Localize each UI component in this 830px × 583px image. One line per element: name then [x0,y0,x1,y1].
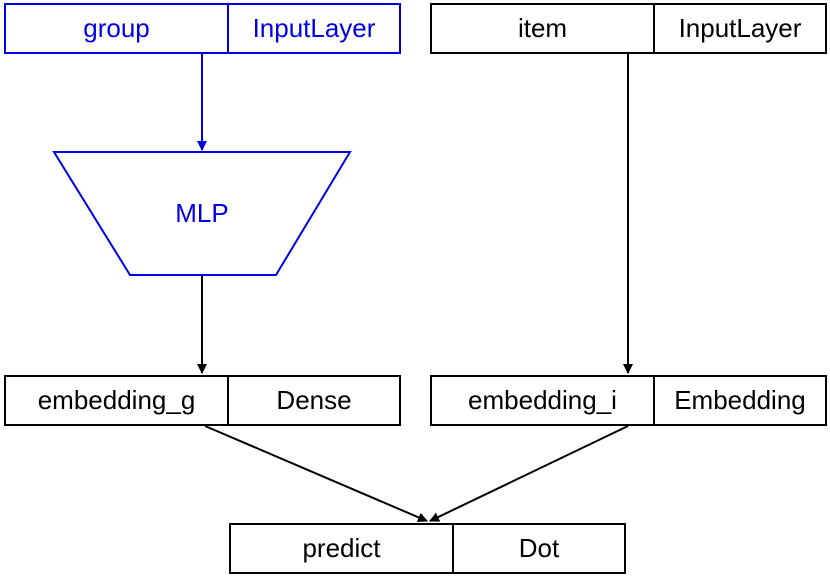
node-item-type: InputLayer [678,13,802,43]
mlp-trapezoid [52,151,352,276]
node-embedding-g-type: Dense [276,385,352,415]
node-predict-type: Dot [518,533,560,563]
node-group-type: InputLayer [252,13,376,43]
node-item-name: item [432,5,655,52]
node-embedding-g-name: embedding_g [6,377,229,424]
node-item[interactable]: item InputLayer [430,3,827,54]
node-group-name: group [6,5,229,52]
node-predict-name: predict [231,525,454,572]
node-embedding-g[interactable]: embedding_g Dense [4,375,401,426]
edge-embedding-i-to-predict [429,425,629,522]
edge-embedding-g-to-predict [204,425,428,523]
node-predict[interactable]: predict Dot [229,523,626,574]
node-embedding-i-type: Embedding [674,385,806,415]
node-embedding-i-name: embedding_i [432,377,655,424]
node-embedding-i[interactable]: embedding_i Embedding [430,375,827,426]
node-group[interactable]: group InputLayer [4,3,401,54]
mlp-label: MLP [175,198,229,228]
